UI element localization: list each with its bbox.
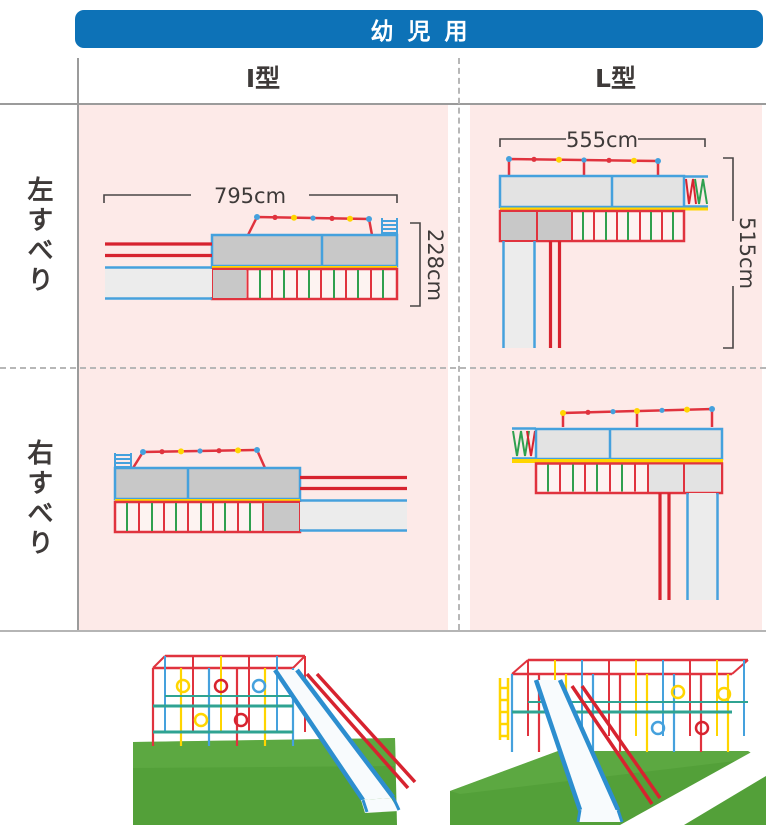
dimension-label-795cm: 795cm xyxy=(214,184,286,208)
overhead-arch xyxy=(506,156,661,176)
photo-i-type-playset xyxy=(133,654,417,825)
overhead-arch xyxy=(246,214,374,236)
slide-right xyxy=(300,475,407,532)
platform-deck xyxy=(498,174,686,209)
diagram-i-type-left-slide: 795cm 228cm xyxy=(103,184,447,307)
height-dimension: 228cm xyxy=(410,222,447,307)
grid-line-top xyxy=(0,103,766,105)
diagram-i-type-right-slide xyxy=(113,447,407,534)
climbing-section xyxy=(210,267,399,301)
diagram-l-type-right-slide xyxy=(512,406,724,600)
grid-divider-columns xyxy=(458,58,460,630)
ladder xyxy=(114,453,132,468)
dimension-label-555cm: 555cm xyxy=(566,128,638,152)
overhead-arch xyxy=(131,447,267,469)
platform-deck xyxy=(113,466,302,502)
grid-line-bottom xyxy=(0,630,766,632)
slide-render xyxy=(533,679,662,823)
climbing-net xyxy=(684,175,708,208)
dimension-label-515cm: 515cm xyxy=(735,217,759,289)
slide-down-leg xyxy=(658,493,719,600)
row-header-left-slide: 左すべり xyxy=(23,176,53,296)
climbing-net xyxy=(512,427,536,460)
width-dimension: 795cm xyxy=(103,184,398,208)
ladder xyxy=(498,678,510,740)
grid-divider-rows xyxy=(0,367,766,369)
width-dimension: 555cm xyxy=(499,128,706,152)
climbing-section xyxy=(498,209,686,243)
climbing-section xyxy=(534,462,724,495)
platform-deck xyxy=(210,233,399,269)
page-title: 幼児用 xyxy=(370,19,482,45)
dimension-label-228cm: 228cm xyxy=(423,229,447,301)
slide-left xyxy=(105,242,212,300)
row-header-right-slide: 右すべり xyxy=(23,439,53,559)
column-header-i-type: I型 xyxy=(245,64,281,93)
grid-line-left xyxy=(77,58,79,630)
climbing-section xyxy=(113,500,302,534)
header-title-bar: 幼児用 xyxy=(75,10,763,48)
diagram-l-type-left-slide: 555cm 515cm xyxy=(498,128,759,349)
jungle-gym-frame xyxy=(151,654,306,746)
column-header-l-type: L型 xyxy=(595,64,636,93)
photo-l-type-playset xyxy=(450,658,766,825)
platform-deck xyxy=(534,427,724,461)
slide-down-leg xyxy=(502,241,562,348)
slide-render xyxy=(273,668,417,813)
ladder xyxy=(381,218,398,235)
overhead-arch xyxy=(560,406,715,427)
height-dimension: 515cm xyxy=(723,157,759,349)
jungle-gym-frame xyxy=(498,658,749,752)
